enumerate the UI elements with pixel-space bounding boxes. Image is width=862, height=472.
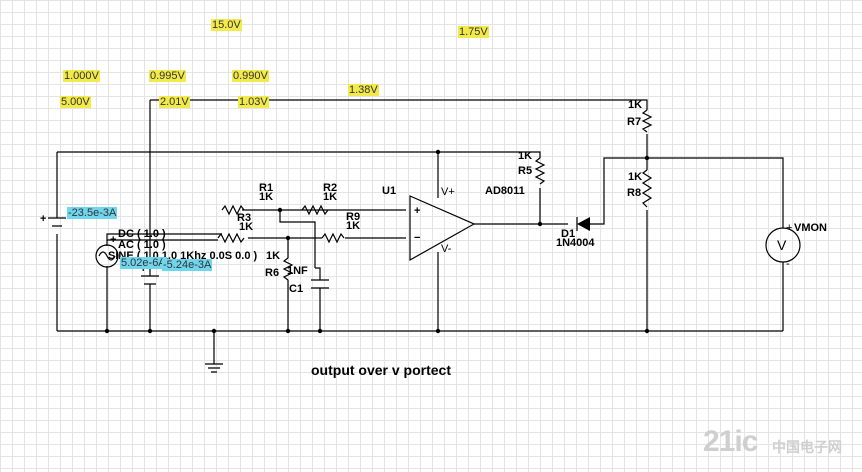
battery-left: + (40, 213, 66, 227)
r3-value: 1K (239, 221, 253, 233)
voltage-probe-tag: 0.995V (149, 70, 186, 82)
schematic-title: output over v portect (311, 362, 451, 378)
battery-left-plus: + (40, 213, 46, 225)
r9-value: 1K (346, 220, 360, 232)
voltage-probe-tag: 1.03V (238, 96, 269, 108)
resistor-r3: R3 1K (221, 204, 253, 233)
u1-in-plus: + (414, 205, 420, 217)
ground-symbol (205, 363, 223, 373)
vmon-plus: + (786, 222, 792, 234)
voltmeter-vmon: V + VMON - (765, 222, 827, 270)
u1-in-minus: − (414, 232, 420, 244)
voltage-probe-tag: 0.990V (232, 70, 269, 82)
diode-d1: D1 1N4004 (556, 217, 595, 249)
watermark-logo: 21ic (703, 425, 758, 458)
junction-dots (104, 149, 650, 334)
battery-mid: + (140, 263, 159, 293)
voltage-probe-tag: 1.38V (348, 84, 379, 96)
voltage-probe-tag: 2.01V (159, 96, 190, 108)
u1-part: AD8011 (485, 185, 525, 197)
r2-ref: R2 (323, 182, 337, 194)
current-probe-tag: 5.02e-6A (120, 257, 167, 269)
voltage-probe-tag: 1.75V (458, 26, 489, 38)
watermark-text: 中国电子网 (772, 439, 842, 455)
resistor-r2: R2 1K (301, 182, 337, 216)
voltage-probe-tag: 15.0V (211, 19, 242, 31)
vmon-ref: VMON (794, 222, 827, 234)
r8-value: 1K (628, 171, 642, 183)
r7-ref: R7 (627, 116, 641, 128)
r7-value: 1K (628, 99, 642, 111)
current-probe-tag: -23.5e-3A (67, 207, 118, 219)
current-probe-tag: -5.24e-3A (162, 259, 213, 271)
sine-source-plus: + (110, 234, 116, 246)
voltage-probe-tag: 1.000V (63, 70, 100, 82)
u1-ref: U1 (382, 185, 396, 197)
r2-value: 1K (323, 191, 337, 203)
r1-value: 1K (259, 191, 273, 203)
r5-ref: R5 (518, 165, 532, 177)
source-ac-label: AC ( 1.0 ) (118, 239, 166, 251)
d1-part: 1N4004 (556, 237, 595, 249)
wires (56, 99, 784, 364)
resistor-r1: R1 1K (217, 182, 273, 244)
r8-ref: R8 (627, 187, 641, 199)
r3-ref: R3 (237, 212, 251, 224)
vmon-symbol: V (777, 237, 787, 253)
c1-value: 1NF (287, 265, 308, 277)
resistor-r7: 1K R7 (627, 99, 653, 133)
u1-vplus: V+ (441, 186, 455, 198)
vmon-minus: - (786, 258, 790, 270)
resistor-r6: 1K R6 (265, 250, 294, 281)
r5-value: 1K (518, 150, 532, 162)
resistor-r8: 1K R8 (627, 169, 653, 208)
resistor-r9: R9 1K (321, 211, 360, 244)
resistor-r5: 1K R5 (518, 150, 546, 185)
voltage-probe-tag: 5.00V (60, 96, 91, 108)
r1-ref: R1 (259, 182, 273, 194)
r6-value: 1K (266, 250, 280, 262)
source-dc-label: DC ( 1.0 ) (118, 228, 166, 240)
capacitor-c1: 1NF C1 (287, 265, 329, 295)
opamp-u1: U1 + − V+ V- AD8011 (382, 185, 525, 262)
u1-vminus: V- (441, 243, 452, 255)
r6-ref: R6 (265, 267, 279, 279)
battery-mid-plus: + (140, 263, 146, 275)
c1-ref: C1 (289, 283, 303, 295)
r9-ref: R9 (346, 211, 360, 223)
d1-ref: D1 (561, 228, 575, 240)
